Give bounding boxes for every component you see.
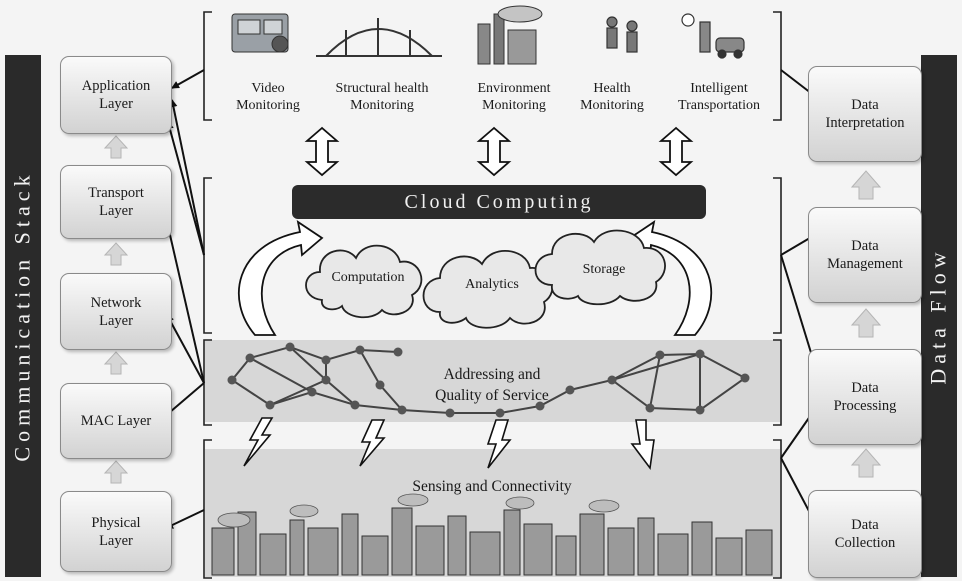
transport-layer-box: Transport Layer — [60, 165, 172, 239]
data-flow-banner: Data Flow — [921, 55, 957, 577]
app-video-monitoring: Video Monitoring — [236, 81, 300, 113]
left-brackets — [203, 11, 212, 579]
data-processing-label: Data Processing — [833, 380, 897, 414]
data-processing-box: Data Processing — [808, 349, 922, 445]
network-layer-label: Network Layer — [90, 294, 142, 329]
network-layer-box: Network Layer — [60, 273, 172, 350]
data-flow-up-arrows — [850, 170, 882, 478]
cloud-computation-label: Computation — [331, 270, 405, 285]
smoke-plumes — [217, 493, 620, 528]
app-structural-health-monitoring: Structural health Monitoring — [335, 81, 429, 113]
network-nodes — [227, 342, 750, 418]
health-illustration — [606, 16, 638, 53]
bridge-illustration — [316, 18, 442, 57]
cloud-analytics-label: Analytics — [465, 277, 519, 292]
app-intelligent-transportation: Intelligent Transportation — [678, 81, 760, 113]
data-management-box: Data Management — [808, 207, 922, 303]
sensing-band-label: Sensing and Connectivity — [412, 478, 572, 495]
left-stack-up-arrows — [103, 135, 129, 484]
double-arrows — [304, 126, 694, 177]
cloud-computing-bar: Cloud Computing — [292, 185, 706, 219]
network-band-label: Addressing and Quality of Service — [435, 366, 549, 404]
lightning-bolts — [243, 417, 655, 471]
physical-layer-label: Physical Layer — [91, 514, 141, 549]
application-layer-box: Application Layer — [60, 56, 172, 134]
app-health-monitoring: Health Monitoring — [580, 81, 644, 113]
app-environment-monitoring: Environment Monitoring — [477, 81, 551, 113]
cloud-computing-title: Cloud Computing — [404, 190, 594, 213]
mac-layer-label: MAC Layer — [80, 413, 152, 429]
application-layer-label: Application Layer — [81, 78, 151, 112]
data-management-label: Data Management — [827, 238, 903, 272]
transportation-illustration — [681, 13, 745, 59]
physical-layer-box: Physical Layer — [60, 491, 172, 572]
data-interpretation-box: Data Interpretation — [808, 66, 922, 162]
cloud-computation — [305, 244, 423, 319]
mac-layer-box: MAC Layer — [60, 383, 172, 459]
city-skyline — [211, 507, 773, 576]
data-collection-box: Data Collection — [808, 490, 922, 578]
video-monitoring-illustration — [231, 13, 289, 53]
cloud-storage — [534, 229, 666, 306]
environment-illustration — [477, 5, 543, 65]
cloud-storage-label: Storage — [582, 262, 626, 277]
data-collection-label: Data Collection — [834, 517, 896, 551]
transport-layer-label: Transport Layer — [88, 185, 144, 219]
data-interpretation-label: Data Interpretation — [825, 97, 905, 131]
communication-stack-banner: Communication Stack — [5, 55, 41, 577]
